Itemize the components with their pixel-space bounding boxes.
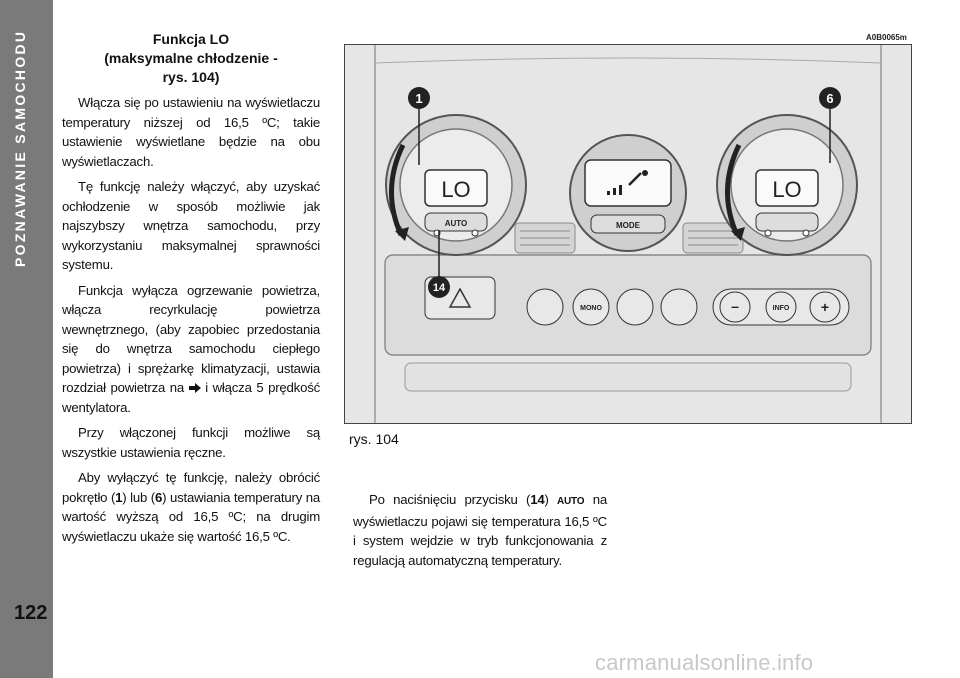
page-number: 122 (14, 602, 48, 624)
heading-line: rys. 104) (162, 69, 220, 85)
left-temperature-knob[interactable] (385, 114, 527, 256)
center-display (569, 134, 687, 252)
paragraph-text: i włącza 5 prędkość wentylatora. (62, 380, 320, 415)
paragraph: Tę funkcję należy włączyć, aby uzyskać o… (62, 179, 320, 272)
paragraph-text: Po naciśnięciu przycisku ( (369, 492, 531, 507)
minus-button-label: – (731, 298, 739, 314)
info-button-label: INFO (773, 305, 790, 312)
callout-badge-6: 6 (819, 87, 841, 109)
left-display-value: LO (441, 177, 470, 202)
rotate-arrow-left (389, 143, 406, 237)
paragraph-text: ) ustawiania temperatury na wartość wyżs… (62, 489, 320, 544)
climate-panel-figure: LO AUTO MODE LO (344, 44, 912, 424)
climate-panel-drawing: LO AUTO MODE LO (374, 45, 882, 423)
button-label-ref: AUTO (557, 496, 585, 507)
right-temperature-knob[interactable] (716, 114, 858, 256)
callout-badge-1: 1 (408, 87, 430, 109)
paragraph-text: ) (544, 492, 558, 507)
paragraph: Po naciśnięciu przycisku (14) AUTO na wy… (353, 490, 607, 570)
right-display-value: LO (772, 177, 801, 202)
footer-watermark: carmanualsonline.info (595, 650, 814, 675)
sidebar: POZNAWANIE SAMOCHODU (0, 0, 53, 678)
button-ref: 14 (530, 492, 545, 507)
mode-button-label: MODE (616, 221, 641, 230)
mono-button-label: MONO (580, 305, 602, 312)
section-heading: Funkcja LO (maksymalne chłodzenie - rys.… (62, 30, 320, 87)
svg-text:1: 1 (415, 91, 422, 106)
figure-caption: rys. 104 (349, 431, 399, 447)
knob-ref: 6 (154, 489, 163, 505)
paragraph: Funkcja wyłącza ogrzewanie powietrza, wł… (62, 281, 320, 418)
paragraph: Aby wyłączyć tę funkcję, należy obrócić … (62, 468, 320, 546)
paragraph: Włącza się po ustawieniu na wyświetlaczu… (62, 95, 320, 169)
callout-badge-14: 14 (428, 276, 450, 298)
auto-button-label: AUTO (445, 219, 468, 228)
paragraph-text: ) lub ( (122, 489, 155, 505)
plus-button-label: + (821, 299, 829, 315)
paragraph-text: na wyświetlaczu pojawi się temperatura 1… (353, 492, 607, 568)
knob-ref: 1 (115, 489, 123, 505)
hazard-icon (448, 287, 472, 308)
paragraph-text: Aby wyłączyć tę funkcję, należy obrócić … (62, 470, 320, 505)
svg-text:14: 14 (433, 282, 446, 294)
heading-line: (maksymalne chłodzenie - (104, 50, 278, 66)
right-column: Po naciśnięciu przycisku (14) AUTO na wy… (353, 490, 607, 576)
rotate-arrow-right (725, 143, 742, 237)
figure-code: A0B0065m (866, 33, 907, 42)
heading-line: Funkcja LO (152, 31, 230, 47)
paragraph-text: Funkcja wyłącza ogrzewanie powietrza, wł… (62, 282, 320, 396)
section-title: POZNAWANIE SAMOCHODU (12, 30, 28, 268)
svg-text:6: 6 (826, 91, 833, 106)
climate-buttons[interactable] (526, 288, 850, 326)
airflow-arrow-icon (188, 383, 201, 393)
paragraph: Przy włączonej funkcji możliwe są wszyst… (62, 425, 320, 460)
left-column: Funkcja LO (maksymalne chłodzenie - rys.… (62, 30, 320, 552)
